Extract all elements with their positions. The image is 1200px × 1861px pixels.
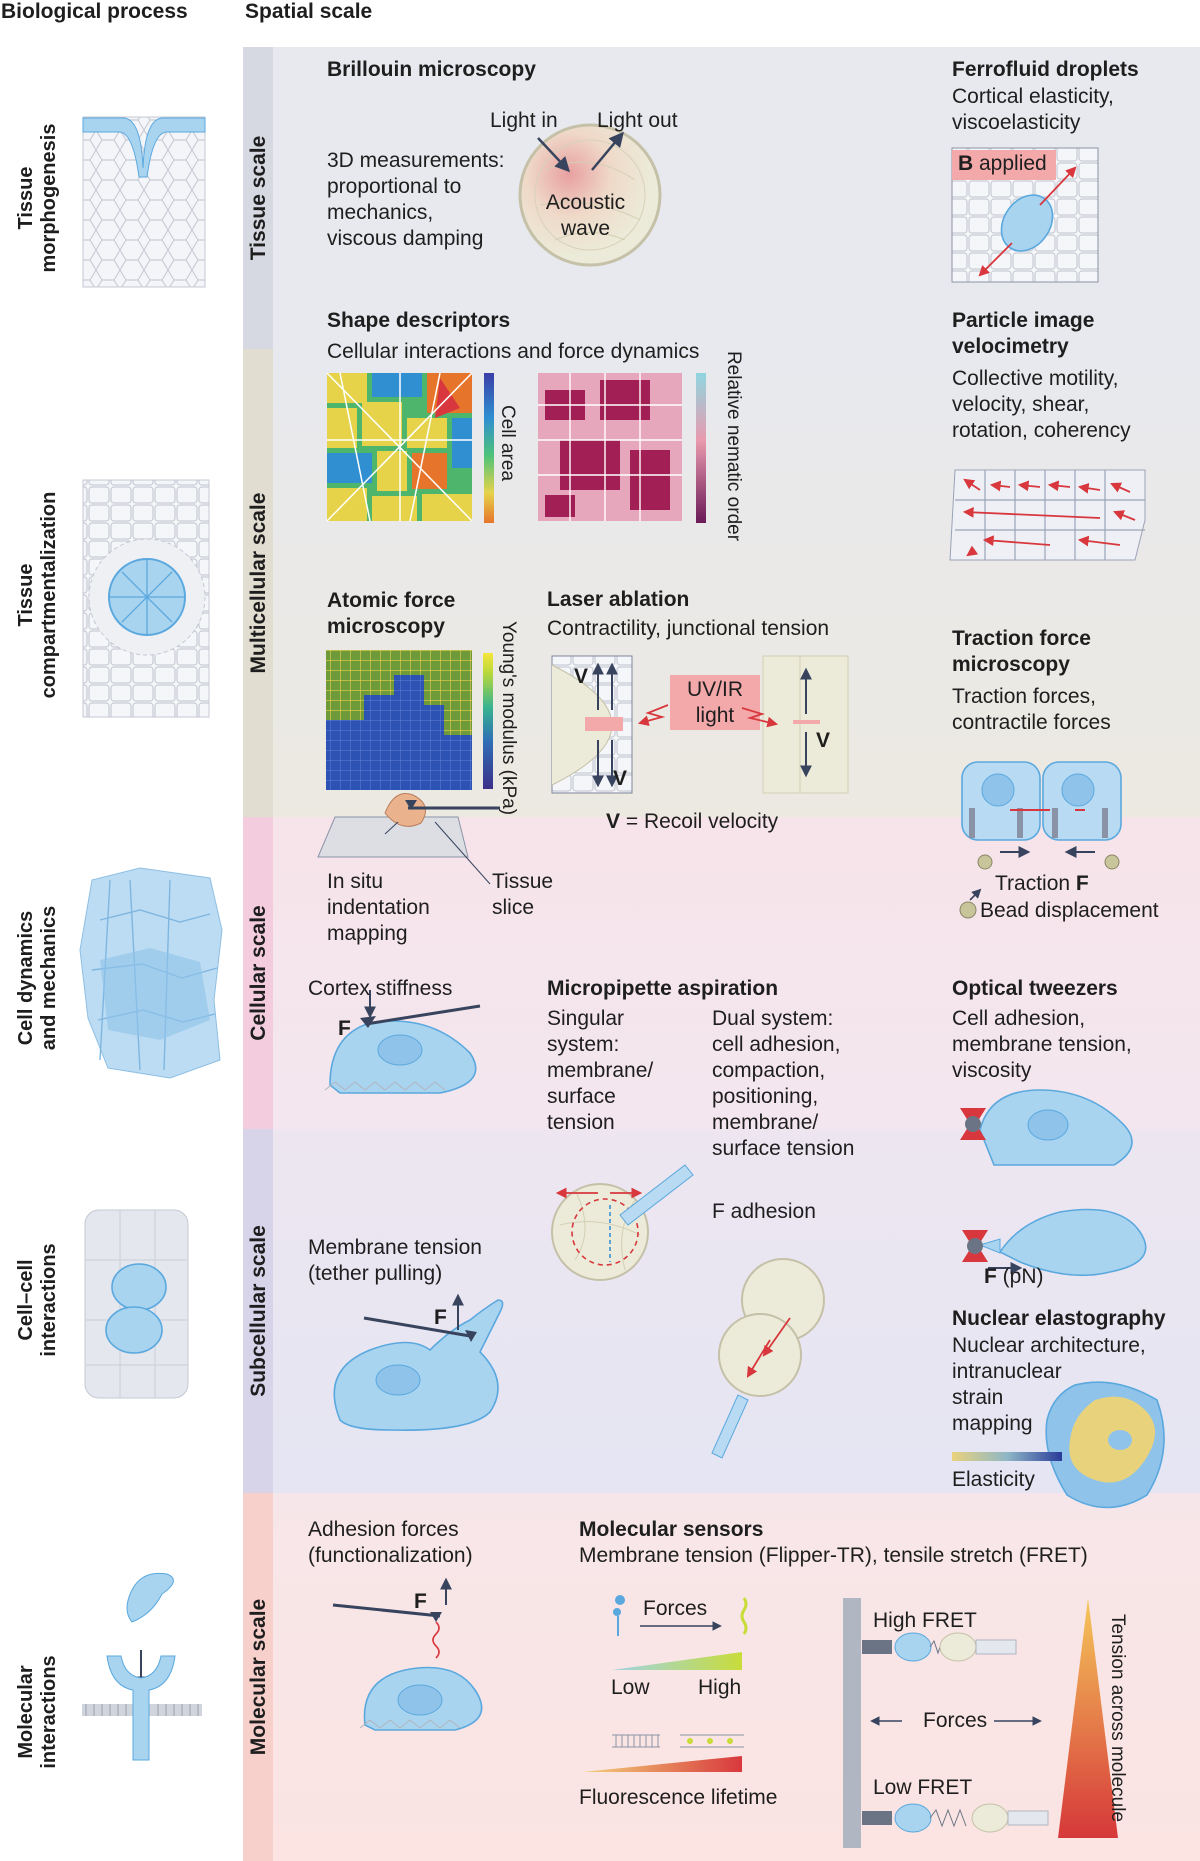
- shape-descriptors-maps: [326, 372, 706, 523]
- brillouin-title: Brillouin microscopy: [327, 58, 536, 81]
- optical-f: F: [984, 1265, 997, 1288]
- traction-label: Traction F: [995, 871, 1089, 897]
- micropipette-diagram: [551, 1164, 825, 1459]
- nuclear-title: Nuclear elastography: [952, 1307, 1166, 1330]
- afm-youngs: Young's modulus (kPa): [498, 620, 519, 816]
- nuclear-elasticity: Elasticity: [952, 1468, 1035, 1491]
- cortex-label: Cortex stiffness: [308, 977, 453, 1000]
- laser-ablation-diagram: [551, 655, 849, 794]
- optical-pn: (pN): [996, 1265, 1044, 1288]
- laser-recoil-rest: = Recoil velocity: [620, 810, 779, 833]
- header-biological-process: Biological process: [1, 0, 188, 23]
- membrane-tension-diagram: [333, 1293, 504, 1431]
- nuclear-elastography-diagram: [952, 1381, 1165, 1509]
- traction-desc: Traction forces, contractile forces: [952, 685, 1111, 734]
- brillouin-light-in: Light in: [490, 109, 558, 132]
- shape-cell-area: Cell area: [497, 404, 518, 482]
- laser-recoil-v: V: [606, 810, 621, 833]
- piv-diagram: [949, 469, 1146, 561]
- laser-v-right: V: [816, 729, 831, 752]
- ferrofluid-desc: Cortical elasticity, viscoelasticity: [952, 85, 1114, 134]
- sensors-forces2: Forces: [923, 1709, 988, 1732]
- header-spatial-scale: Spatial scale: [245, 0, 373, 23]
- molecular-sensors-diagram: [582, 1595, 1118, 1848]
- strip-molecular: [243, 1493, 273, 1861]
- laser-title: Laser ablation: [547, 588, 690, 611]
- sensors-lifetime: Fluorescence lifetime: [579, 1786, 778, 1809]
- strip-subcellular: [243, 1129, 273, 1493]
- laser-v-left-bottom: V: [613, 767, 628, 790]
- illus-molecular: [82, 1572, 202, 1761]
- piv-title: Particle image velocimetry: [952, 309, 1095, 358]
- illus-tissue-compartmentalization: [82, 479, 210, 718]
- piv-desc: Collective motility, velocity, shear, ro…: [952, 367, 1131, 442]
- traction-label-f: F: [1075, 872, 1089, 895]
- strip-tissue: [243, 47, 273, 349]
- micropipette-f-adhesion: F adhesion: [712, 1200, 816, 1223]
- optical-desc: Cell adhesion, membrane tension, viscosi…: [952, 1007, 1132, 1082]
- nuclear-desc: Nuclear architecture, intranuclear strai…: [952, 1334, 1146, 1435]
- membrane-label: Membrane tension (tether pulling): [308, 1236, 482, 1285]
- sensors-low: Low: [611, 1676, 650, 1699]
- adhesion-label: Adhesion forces (functionalization): [308, 1518, 473, 1567]
- illus-cell-cell: [84, 1209, 189, 1399]
- afm-title: Atomic force microscopy: [327, 589, 456, 638]
- strip-multicellular: [243, 349, 273, 817]
- micropipette-singular: Singular system: membrane/ surface tensi…: [547, 1007, 654, 1134]
- optical-title: Optical tweezers: [952, 977, 1118, 1000]
- ferrofluid-b-symbol: B: [958, 152, 974, 175]
- laser-recoil: V = Recoil velocity: [606, 809, 778, 835]
- laser-uvir: UV/IR light: [686, 678, 743, 727]
- afm-in-situ: In situ indentation mapping: [327, 870, 430, 945]
- sensors-tension: Tension across molecule: [1107, 1613, 1128, 1823]
- afm-slice: Tissue slice: [492, 870, 554, 919]
- micropipette-dual: Dual system: cell adhesion, compaction, …: [712, 1007, 855, 1160]
- brillouin-diagram: [518, 123, 662, 267]
- shape-nematic: Relative nematic order: [723, 350, 744, 542]
- brillouin-light-out: Light out: [597, 109, 678, 132]
- traction-label-text: Traction: [995, 872, 1076, 895]
- traction-title: Traction force microscopy: [952, 627, 1091, 676]
- brillouin-wave: Acoustic wave: [545, 191, 626, 240]
- cortex-f: F: [338, 1017, 351, 1040]
- ferrofluid-b-applied: B applied: [958, 151, 1047, 177]
- laser-v-left-top: V: [574, 665, 589, 688]
- sensors-desc: Membrane tension (Flipper-TR), tensile s…: [579, 1544, 1088, 1567]
- sensors-title: Molecular sensors: [579, 1518, 764, 1541]
- sensors-high-fret: High FRET: [873, 1609, 977, 1632]
- optical-tweezers-diagram: [960, 1089, 1147, 1277]
- sensors-high: High: [698, 1676, 742, 1699]
- illus-cell-dynamics: [79, 867, 223, 1079]
- shape-title: Shape descriptors: [327, 309, 511, 332]
- illus-tissue-morphogenesis: [82, 116, 206, 288]
- micropipette-title: Micropipette aspiration: [547, 977, 779, 1000]
- ferrofluid-title: Ferrofluid droplets: [952, 58, 1139, 81]
- adhesion-diagram: [332, 1577, 483, 1731]
- afm-diagram: [317, 650, 500, 885]
- traction-bead: Bead displacement: [980, 899, 1159, 922]
- ferrofluid-b-rest: applied: [973, 152, 1047, 175]
- optical-f-pn: F (pN): [984, 1264, 1044, 1290]
- shape-desc: Cellular interactions and force dynamics: [327, 340, 700, 363]
- laser-desc: Contractility, junctional tension: [547, 617, 830, 640]
- strip-cellular: [243, 817, 273, 1129]
- traction-force-diagram: [959, 761, 1122, 919]
- brillouin-desc: 3D measurements: proportional to mechani…: [327, 149, 505, 250]
- adhesion-f: F: [414, 1590, 427, 1613]
- sensors-forces: Forces: [643, 1597, 708, 1620]
- ferrofluid-diagram: [951, 147, 1099, 283]
- membrane-f: F: [434, 1306, 447, 1329]
- cortex-diagram: [324, 990, 481, 1094]
- sensors-low-fret: Low FRET: [873, 1776, 973, 1799]
